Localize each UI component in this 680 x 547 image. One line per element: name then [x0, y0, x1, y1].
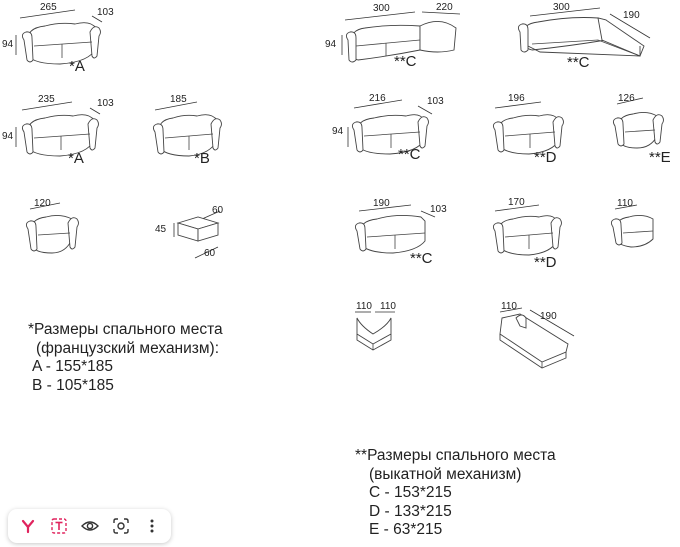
mechanism-label: *B: [194, 150, 210, 167]
sofa-196-drawing: [492, 101, 564, 155]
dim-width: 300: [553, 2, 570, 13]
camera-search-icon: [112, 518, 129, 534]
dim-width: 300: [373, 3, 390, 14]
size-d: D - 133*215: [369, 502, 452, 520]
chaise-module-drawing: [499, 307, 575, 369]
notes-title: *Размеры спального места: [28, 321, 223, 338]
corner-sofa-300-220-figure: 300 220 94 **C: [320, 0, 465, 75]
sofa-235-drawing: [15, 101, 101, 157]
dim-width: 216: [369, 93, 386, 104]
image-action-toolbar: [8, 509, 171, 543]
dim-height: 94: [2, 39, 14, 50]
size-c: C - 153*215: [369, 484, 452, 501]
corner-sofa-300-220-drawing: [341, 11, 461, 63]
section-110-drawing: [610, 204, 654, 248]
sofa-216-figure: 216 103 94 **C: [330, 92, 445, 172]
dim-width: 196: [508, 93, 525, 104]
ottoman-figure: 60 45 60: [150, 203, 245, 268]
mechanism-label: **E: [649, 149, 671, 166]
sofa-190-figure: 190 103 **C: [345, 195, 455, 270]
chaise-module-figure: 110 190: [490, 298, 585, 373]
dim-width: 126: [618, 93, 635, 104]
dim-width: 265: [40, 2, 57, 13]
more-button[interactable]: [139, 513, 165, 539]
size-b: B - 105*185: [32, 376, 114, 394]
dim-width: 120: [34, 198, 51, 209]
dim-width: 110: [617, 198, 633, 209]
dim-width: 170: [508, 197, 525, 208]
notes-subtitle: (выкатной механизм): [369, 465, 522, 483]
dim-depth: 60: [212, 205, 224, 216]
dim-width-2: 220: [436, 2, 453, 13]
dim-height: 45: [155, 224, 167, 235]
view-button[interactable]: [77, 513, 103, 539]
sofa-265-figure: 265 103 94 *A: [0, 0, 120, 80]
dim-depth: 103: [427, 96, 444, 107]
sofa-216-drawing: [347, 99, 433, 155]
text-icon: [50, 518, 67, 534]
armchair-120-drawing: [25, 202, 79, 254]
dim-side-a: 110: [356, 301, 372, 312]
mechanism-label: **C: [398, 146, 421, 163]
dim-depth: 103: [97, 7, 114, 18]
corner-module-figure: 110 110: [345, 298, 405, 358]
chaise-sofa-300-190-figure: 300 190 **C: [510, 0, 670, 75]
dim-depth: 190: [540, 311, 557, 322]
dim-depth: 103: [97, 98, 114, 109]
notes-title: **Размеры спального места: [355, 447, 556, 464]
sofa-170-drawing: [492, 204, 562, 256]
armchair-126-drawing: [612, 97, 664, 149]
dim-depth: 190: [623, 10, 640, 21]
dim-side-b: 110: [380, 301, 396, 312]
ottoman-drawing: [173, 210, 221, 259]
size-e: E - 63*215: [369, 521, 443, 538]
notes-subtitle: (французский механизм):: [36, 339, 220, 357]
mechanism-label: **D: [534, 254, 557, 271]
mechanism-label: **C: [394, 53, 417, 70]
sofa-185-drawing: [152, 101, 222, 157]
mechanism-label: *A: [68, 150, 84, 167]
mechanism-label: **D: [534, 149, 557, 166]
chaise-sofa-300-190-drawing: [517, 7, 651, 57]
image-search-button[interactable]: [108, 513, 134, 539]
sofa-190-drawing: [354, 204, 436, 254]
dim-width: 110: [501, 301, 517, 312]
size-a: A - 155*185: [32, 358, 114, 375]
dim-width: 190: [373, 198, 390, 209]
eye-icon: [80, 521, 99, 531]
rollout-mechanism-notes: **Размеры спального места (выкатной меха…: [355, 447, 556, 540]
dim-width: 235: [38, 94, 55, 105]
sofa-170-figure: 170 **D: [485, 195, 575, 270]
dim-height: 94: [2, 131, 14, 142]
yandex-icon: [21, 519, 34, 534]
sofa-185-figure: 185 *B: [145, 92, 235, 172]
dim-width: 60: [204, 248, 216, 259]
more-icon: [150, 519, 153, 533]
armchair-120-figure: 120: [20, 195, 90, 265]
dim-height: 94: [325, 39, 337, 50]
mechanism-label: *A: [69, 58, 85, 75]
armchair-126-figure: 126 **E: [605, 92, 677, 172]
sofa-235-figure: 235 103 94 *A: [0, 92, 120, 172]
dim-height: 94: [332, 126, 344, 137]
yandex-button[interactable]: [15, 513, 41, 539]
french-mechanism-notes: *Размеры спального места (французский ме…: [28, 321, 223, 395]
sofa-265-drawing: [15, 9, 103, 65]
corner-module-drawing: [355, 311, 395, 351]
sofa-196-figure: 196 **D: [485, 92, 575, 172]
text-recognition-button[interactable]: [46, 513, 72, 539]
mechanism-label: **C: [410, 250, 433, 267]
section-110-figure: 110: [605, 195, 665, 255]
dim-width: 185: [170, 94, 187, 105]
mechanism-label: **C: [567, 54, 590, 71]
dim-depth: 103: [430, 204, 447, 215]
